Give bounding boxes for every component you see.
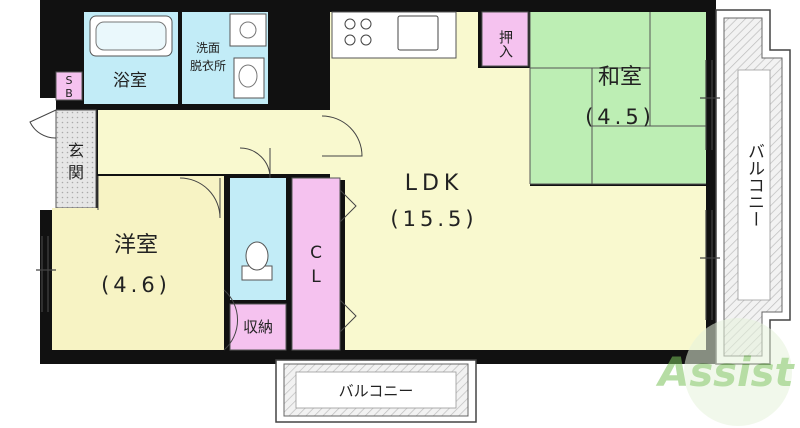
stove-burner-icon — [344, 18, 356, 30]
western-room — [52, 208, 224, 350]
label-shoe-box-s: S — [66, 74, 73, 87]
stove-burner-icon — [344, 34, 356, 46]
japanese-room — [529, 12, 706, 185]
entrance-floor — [55, 109, 97, 209]
label-japanese-size: (4.5) — [585, 105, 655, 129]
toilet-icon — [245, 241, 269, 271]
label-closet-c: C — [310, 243, 322, 263]
wash-basin-icon — [233, 57, 265, 99]
label-bath: 浴室 — [113, 71, 147, 91]
label-oshiire: 押入 — [497, 30, 513, 58]
label-western-size: (4.6) — [101, 273, 171, 297]
label-storage: 収納 — [243, 318, 273, 336]
label-ldk: LDK — [405, 171, 464, 196]
label-western-room: 洋室 — [114, 233, 158, 258]
toilet-room — [230, 178, 286, 300]
hallway-floor — [98, 110, 330, 174]
watermark-text: Assist — [655, 350, 795, 396]
label-japanese-room: 和室 — [598, 65, 642, 90]
shoe-box — [55, 71, 83, 101]
kitchen-counter — [331, 11, 457, 59]
label-balcony-right: バルコニー — [744, 143, 764, 228]
label-balcony-bottom: バルコニー — [339, 382, 414, 400]
washroom — [182, 12, 268, 104]
label-shoe-box-b: B — [65, 87, 73, 100]
washing-machine-icon — [229, 13, 267, 47]
stove-burner-icon — [360, 34, 372, 46]
label-washroom-line2: 脱衣所 — [190, 58, 226, 73]
balcony-bottom — [275, 359, 477, 423]
sink-icon — [397, 15, 439, 51]
bathroom — [84, 12, 178, 104]
ldk-floor — [330, 12, 706, 350]
label-washroom-line1: 洗面 — [196, 41, 220, 55]
label-ldk-size: (15.5) — [390, 207, 477, 231]
oshiire-closet — [481, 11, 529, 67]
label-closet-l: L — [311, 267, 321, 287]
label-entrance-2: 関 — [68, 163, 84, 182]
walk-in-closet — [291, 177, 341, 351]
windows — [36, 60, 720, 320]
assist-watermark-logo: Assist — [655, 318, 795, 426]
stove-burner-icon — [360, 18, 372, 30]
label-entrance-1: 玄 — [68, 141, 84, 160]
door-swings — [29, 109, 363, 351]
storage-closet — [229, 303, 287, 351]
